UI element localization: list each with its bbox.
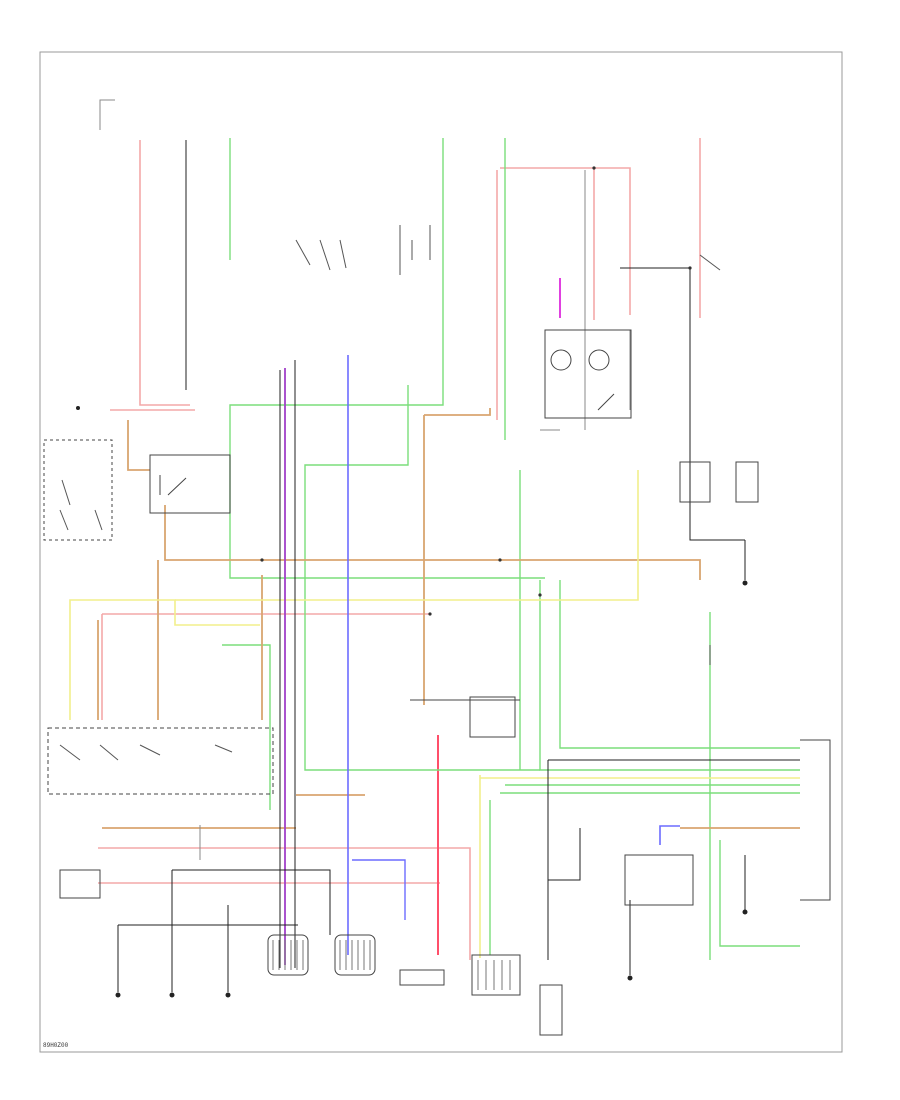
connector-right-tail (334, 934, 376, 976)
green-wires (222, 138, 800, 960)
diode-box-2 (735, 461, 759, 503)
relay-center (469, 696, 516, 738)
relay-switch-right (597, 393, 615, 411)
black-wires (117, 140, 800, 992)
blue-wire-cruise (659, 825, 680, 845)
components (43, 329, 831, 1036)
switch-symbols (59, 225, 721, 761)
blue-wire-branch (352, 859, 406, 920)
yellow-wires (69, 470, 800, 958)
ground-symbols (76, 406, 748, 998)
connector-small (399, 969, 445, 986)
lamp-left (550, 349, 572, 371)
diagram-frame (39, 51, 843, 1053)
right-bracket (800, 739, 831, 901)
cruise-actuator (624, 854, 694, 906)
left-switch-group (43, 439, 113, 541)
diagram-code: 89H0Z00 (43, 1042, 69, 1049)
diode-box (679, 461, 711, 503)
lamp-right (588, 349, 610, 371)
grey-wires (99, 99, 631, 860)
splice-dots (260, 166, 692, 616)
relay-box-left (149, 454, 231, 514)
connector-fuse (539, 984, 563, 1036)
switch-bottom-left (59, 869, 101, 899)
connector-left-tail (267, 934, 309, 976)
relay-box-right (544, 329, 632, 419)
combination-switch (47, 727, 274, 795)
orange-wires (97, 408, 800, 829)
relay-switch-left (167, 477, 187, 496)
red-wires (98, 138, 701, 960)
connector-pins (272, 940, 511, 990)
connector-center (471, 954, 521, 996)
